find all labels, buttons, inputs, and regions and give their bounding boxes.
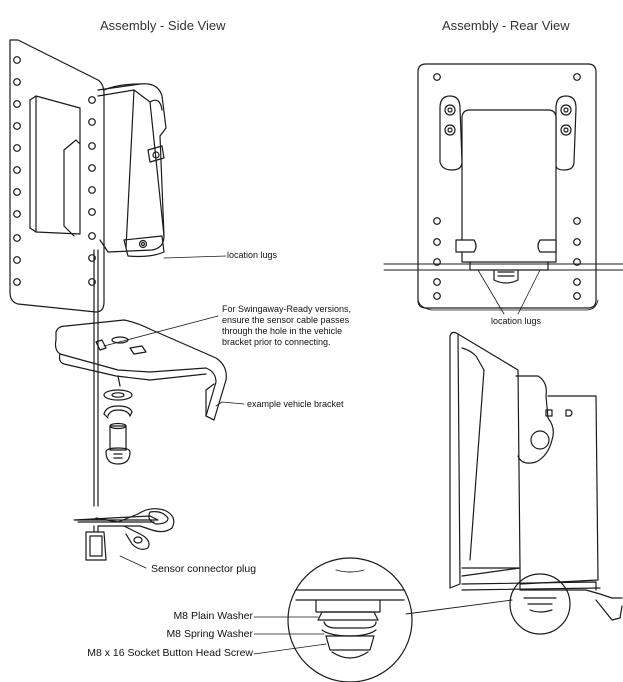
side-view-vehicle-bracket [54,319,227,421]
side-view-title: Assembly - Side View [100,18,226,33]
m8-screw-label: M8 x 16 Socket Button Head Screw [87,647,253,659]
rear-view-hinge-right [555,95,577,171]
sensor-connector-plug-label: Sensor connector plug [151,563,257,575]
detail-side-view-assembly [449,331,623,621]
detail-zoom-indicator [405,573,571,635]
location-lugs-rear-label: location lugs [491,316,542,326]
rear-view-leader-lines [477,269,541,315]
side-view-camera-body [63,83,167,258]
scissors-icon [73,508,175,550]
sensor-cable [93,249,99,507]
side-view-mounting-plate [9,39,105,313]
swingaway-note-line-3: through the hole in the vehicle [222,326,343,336]
example-vehicle-bracket-label: example vehicle bracket [247,399,344,409]
rear-view-hinge-left [439,95,463,171]
m8-plain-washer-label: M8 Plain Washer [173,610,253,622]
swingaway-note-line-1: For Swingaway-Ready versions, [222,304,352,314]
side-view-leader-lines [103,255,245,569]
exploded-button-head-screw [105,422,131,465]
rear-view-bracket-lines [383,263,623,271]
detail-leader-lines [253,616,327,655]
swingaway-note: For Swingaway-Ready versions, ensure the… [222,304,351,348]
m8-spring-washer-label: M8 Spring Washer [166,628,253,640]
location-lugs-side-label: location lugs [227,250,278,260]
swingaway-note-line-4: bracket prior to connecting. [222,337,331,347]
swingaway-note-line-2: ensure the sensor cable passes [222,315,350,325]
exploded-plain-washer [103,389,133,401]
rear-view-title: Assembly - Rear View [442,18,570,33]
exploded-spring-washer [103,405,133,419]
rear-view-camera-body [455,109,557,284]
detail-magnifier [287,557,413,682]
sensor-connector-plug [85,525,107,561]
